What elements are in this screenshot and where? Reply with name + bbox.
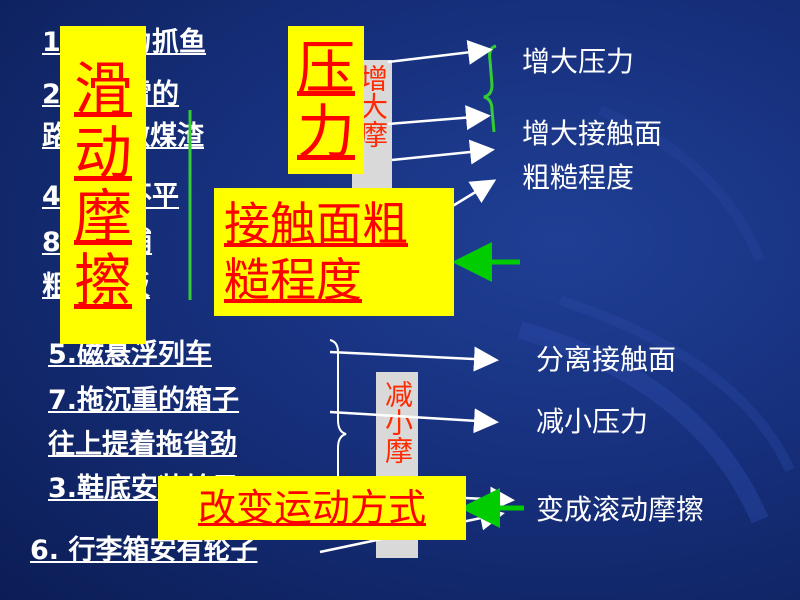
result-separate-surfaces: 分离接触面 (536, 343, 677, 376)
result-increase-pressure: 增大压力 (522, 45, 635, 78)
change-motion-box: 改变运动方式 (158, 476, 466, 540)
decrease-friction-text: 减小摩 (381, 380, 414, 464)
sliding-friction-box: 滑动摩擦 (60, 26, 146, 344)
result-rolling-friction: 变成滚动摩擦 (536, 493, 705, 526)
result-reduce-pressure: 减小压力 (536, 405, 649, 438)
item-7-line1[interactable]: 7.拖沉重的箱子 (48, 385, 240, 416)
result-increase-roughness-line1: 增大接触面 (522, 117, 663, 150)
pressure-box: 压力 (288, 26, 364, 174)
item-5[interactable]: 5.磁悬浮列车 (48, 339, 213, 370)
surface-roughness-text: 接触面粗糙程度 (224, 197, 408, 307)
result-increase-roughness-line2: 粗糙程度 (522, 161, 635, 194)
pressure-text: 压力 (296, 34, 355, 166)
surface-roughness-box: 接触面粗糙程度 (214, 188, 454, 316)
green-bracket (483, 44, 497, 133)
item-6[interactable]: 6. 行李箱安有轮子 (30, 535, 258, 566)
sliding-friction-text: 滑动摩擦 (73, 55, 132, 315)
change-motion-text: 改变运动方式 (197, 486, 426, 530)
item-7-line2[interactable]: 往上提着拖省劲 (48, 429, 237, 460)
